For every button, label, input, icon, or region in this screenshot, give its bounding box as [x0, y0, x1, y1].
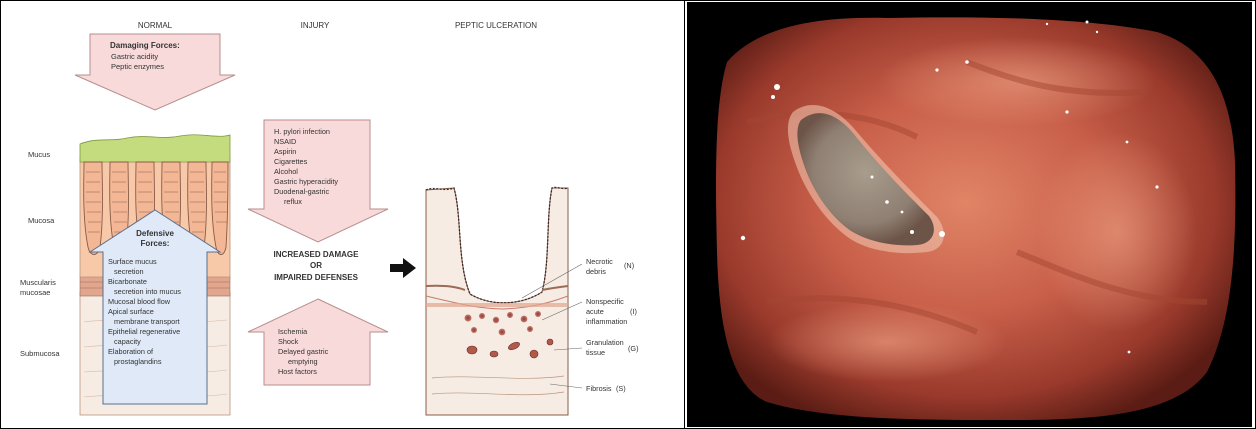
defensive-item: Epithelial regenerative [108, 327, 180, 336]
layer-label-mucosae: mucosae [20, 288, 50, 297]
layer-label-mucus: Mucus [28, 150, 50, 159]
label-code-s: (S) [616, 384, 626, 393]
label-nonspecific-inflammation: Nonspecific [586, 297, 624, 306]
right-arrow-icon [390, 258, 416, 278]
defensive-forces-title: Forces: [141, 239, 170, 248]
or-label: OR [310, 261, 322, 270]
label-granulation-tissue: Granulation [586, 338, 624, 347]
damaging-item: Peptic enzymes [111, 62, 164, 71]
column-header-injury: INJURY [301, 21, 330, 30]
injury-item: reflux [284, 197, 302, 206]
injury-item: Gastric hyperacidity [274, 177, 338, 186]
label-nonspecific-inflammation: acute [586, 307, 604, 316]
layer-label-mucosa: Mucosa [28, 216, 55, 225]
damaging-forces-title: Damaging Forces: [110, 41, 180, 50]
label-granulation-tissue: tissue [586, 348, 605, 357]
host-item: Shock [278, 337, 299, 346]
injury-item: H. pylori infection [274, 127, 330, 136]
label-fibrosis: Fibrosis [586, 384, 612, 393]
injury-item: NSAID [274, 137, 296, 146]
defensive-item: membrane transport [114, 317, 180, 326]
label-necrotic-debris: Necrotic [586, 257, 613, 266]
defensive-item: Elaboration of [108, 347, 154, 356]
injury-item: Cigarettes [274, 157, 308, 166]
peptic-ulcer-tissue [426, 187, 582, 415]
defensive-item: secretion into mucus [114, 287, 181, 296]
host-item: Delayed gastric [278, 347, 329, 356]
damaging-item: Gastric acidity [111, 52, 158, 61]
column-header-normal: NORMAL [138, 21, 173, 30]
defensive-item: prostaglandins [114, 357, 162, 366]
layer-label-submucosa: Submucosa [20, 349, 60, 358]
host-factors-arrow [248, 299, 388, 385]
panel-divider [684, 0, 685, 429]
defensive-item: Apical surface [108, 307, 154, 316]
layer-label-muscularis: Muscularis [20, 278, 56, 287]
injury-item: Duodenal-gastric [274, 187, 330, 196]
defensive-item: Surface mucus [108, 257, 157, 266]
pathogenesis-diagram-panel: NORMAL INJURY PEPTIC ULCERATION Damaging… [2, 2, 682, 427]
defensive-item: Mucosal blood flow [108, 297, 171, 306]
label-necrotic-debris: debris [586, 267, 606, 276]
column-header-peptic-ulceration: PEPTIC ULCERATION [455, 21, 537, 30]
defensive-forces-title: Defensive [136, 229, 174, 238]
label-code-g: (G) [628, 344, 639, 353]
label-code-n: (N) [624, 261, 634, 270]
label-nonspecific-inflammation: inflammation [586, 317, 627, 326]
label-code-i: (I) [630, 307, 637, 316]
defensive-item: Bicarbonate [108, 277, 147, 286]
host-item: emptying [288, 357, 318, 366]
defensive-item: capacity [114, 337, 141, 346]
increased-damage-label: INCREASED DAMAGE [274, 250, 360, 259]
host-item: Ischemia [278, 327, 308, 336]
defensive-item: secretion [114, 267, 144, 276]
impaired-defenses-label: IMPAIRED DEFENSES [274, 273, 359, 282]
host-item: Host factors [278, 367, 317, 376]
endoscopy-photo-panel [687, 2, 1252, 427]
injury-item: Aspirin [274, 147, 296, 156]
pathogenesis-diagram: NORMAL INJURY PEPTIC ULCERATION Damaging… [2, 2, 682, 427]
injury-item: Alcohol [274, 167, 298, 176]
endoscopic-ulcer-image [687, 2, 1252, 427]
